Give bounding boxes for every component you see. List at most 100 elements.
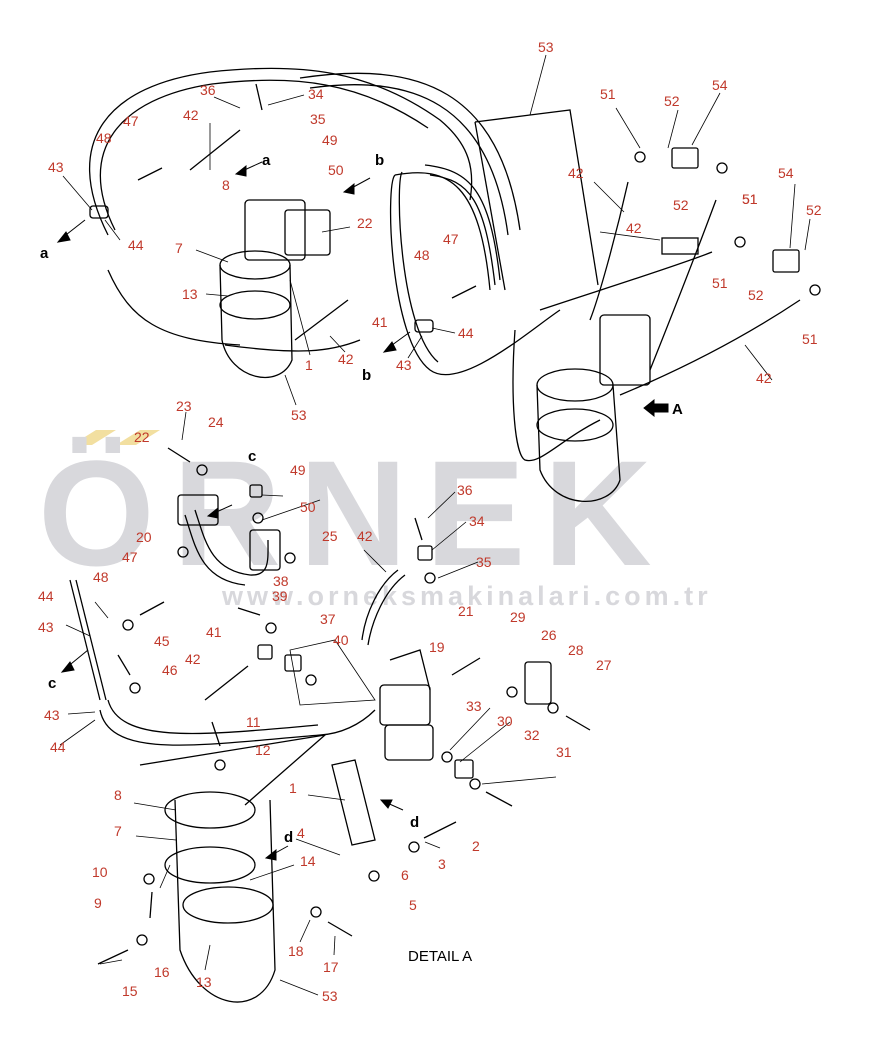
view-letter-d: d — [410, 814, 419, 831]
watermark-mark-icon — [116, 430, 160, 445]
clamp-cylinder-7-mid — [219, 290, 291, 320]
view-letter-c: c — [48, 675, 56, 692]
hose-bundle-3 — [394, 172, 491, 291]
block-26 — [524, 661, 552, 705]
bolt-2 — [423, 821, 457, 839]
callout: 17 — [323, 959, 339, 975]
view-arrow-a — [643, 398, 669, 418]
bolt-21 — [451, 657, 481, 676]
fitting-34-detail — [417, 545, 433, 561]
bolt-41-detail — [237, 607, 261, 616]
washer-39 — [265, 622, 277, 634]
view-letter-b: b — [375, 152, 384, 169]
washer-24 — [196, 464, 208, 476]
fitting-38 — [257, 644, 273, 660]
hose-lower-left — [107, 269, 241, 346]
callout: 54 — [712, 77, 728, 93]
callout: 22 — [134, 429, 150, 445]
callout: 26 — [541, 627, 557, 643]
callout: 36 — [457, 482, 473, 498]
clamp-44-top-left — [89, 205, 109, 219]
bolt-23 — [167, 447, 191, 463]
callout: 28 — [568, 642, 584, 658]
valve-19-link — [389, 649, 431, 691]
callout: 52 — [664, 93, 680, 109]
callout: 25 — [322, 528, 338, 544]
top-assembly-drawing — [89, 67, 821, 502]
callout: 51 — [742, 191, 758, 207]
callout: 24 — [208, 414, 224, 430]
view-letter-a: a — [40, 245, 49, 262]
watermark-word: ÖRNEK — [38, 429, 670, 597]
bolt-15 — [97, 949, 129, 965]
hose-42-mid — [367, 574, 406, 646]
callout: 43 — [48, 159, 64, 175]
callout: 1 — [305, 357, 313, 373]
clamp-cylinder-8 — [164, 791, 256, 829]
washer-16 — [136, 934, 148, 946]
callout: 42 — [338, 351, 354, 367]
detail-caption: DETAIL A — [408, 948, 472, 965]
callout: 41 — [206, 624, 222, 640]
watermark-mark-icon — [72, 430, 116, 445]
boom-53 — [474, 109, 599, 286]
view-letters: a a b b c c d d A — [40, 152, 683, 846]
bolt-11 — [211, 721, 221, 747]
callout: 52 — [748, 287, 764, 303]
washer-29 — [506, 686, 518, 698]
hose-42-lower — [294, 299, 349, 341]
callout: 47 — [123, 113, 139, 129]
clamp-cylinder-right — [536, 368, 614, 402]
callout: 31 — [556, 744, 572, 760]
callout: 51 — [712, 275, 728, 291]
clamp-44-top-mid — [414, 319, 434, 333]
callout: 54 — [778, 165, 794, 181]
bolt-47-top-mid — [451, 285, 477, 299]
callout: 50 — [300, 499, 316, 515]
bolt-9 — [149, 891, 153, 919]
valve-19 — [379, 684, 431, 726]
washer-28 — [547, 702, 559, 714]
rod-left — [69, 579, 101, 701]
cylinder-body-detail — [174, 799, 276, 1003]
callout: 44 — [458, 325, 474, 341]
tee-54-b — [772, 249, 800, 273]
hose-42-left — [204, 665, 249, 701]
hose-lower-loop-2 — [107, 699, 319, 735]
view-letter-d: d — [284, 829, 293, 846]
callout: 21 — [458, 603, 474, 619]
bracket-1 — [331, 759, 376, 846]
callout: 42 — [568, 165, 584, 181]
callout: 53 — [291, 407, 307, 423]
callout: 48 — [93, 569, 109, 585]
valve-19-bracket — [289, 639, 376, 706]
hose-bundle-1 — [424, 164, 501, 281]
bolt-31 — [485, 791, 513, 807]
callout: 10 — [92, 864, 108, 880]
callout: 50 — [328, 162, 344, 178]
callout: 12 — [255, 742, 271, 758]
bolt-36-top — [255, 83, 263, 111]
view-letter-b: b — [362, 367, 371, 384]
callout: 49 — [290, 462, 306, 478]
callout: 51 — [802, 331, 818, 347]
hose-42-a — [589, 181, 629, 321]
valve-22-top-block — [284, 209, 331, 256]
callout: 52 — [806, 202, 822, 218]
callout: 35 — [310, 111, 326, 127]
callout: 8 — [222, 177, 230, 193]
washer-40 — [305, 674, 317, 686]
hose-u-left — [389, 174, 561, 376]
view-letter-a: a — [262, 152, 271, 169]
bolt-36-detail — [414, 517, 423, 541]
callout: 39 — [272, 588, 288, 604]
link-rod-d — [139, 733, 328, 806]
callout: 43 — [38, 619, 54, 635]
valve-19-lower — [384, 724, 434, 761]
block-37 — [284, 654, 302, 672]
callout: 34 — [469, 513, 485, 529]
callout: 51 — [742, 191, 758, 207]
callout: 40 — [333, 632, 349, 648]
fitting-51-c — [734, 236, 746, 248]
washer-20 — [177, 546, 189, 558]
